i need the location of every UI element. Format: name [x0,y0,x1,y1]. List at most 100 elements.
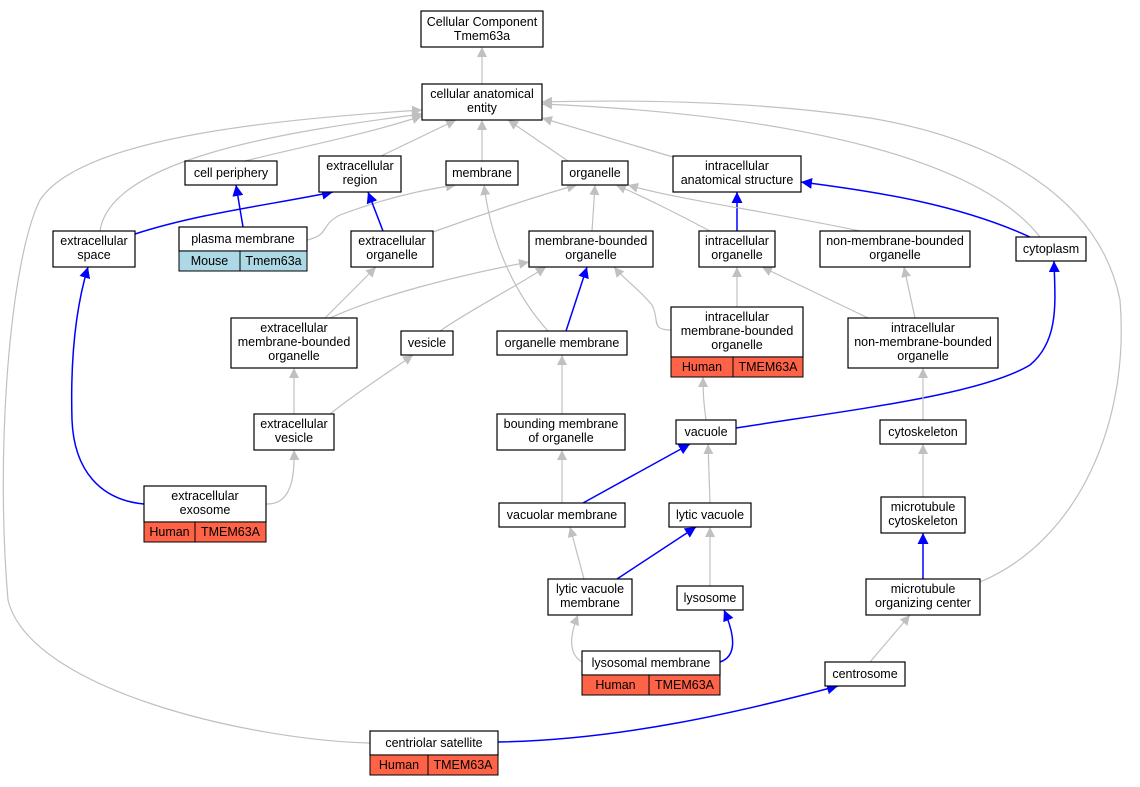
edge-cytoplasm-to-ias [800,177,1031,238]
node-intracellular-anatomical-structure[interactable]: intracellular anatomical structure [672,155,802,193]
node-label: organelle [869,248,920,262]
node-label: centrosome [832,667,897,681]
node-label: exosome [180,503,231,517]
species-label: Mouse [191,254,229,268]
node-label: plasma membrane [191,232,295,246]
node-label: organelle [569,166,620,180]
node-label: vacuolar membrane [507,508,618,522]
node-centriolar-satellite[interactable]: centriolar satellite Human TMEM63A [369,730,499,776]
node-cell-periphery[interactable]: cell periphery [184,160,278,186]
node-label: extracellular [326,159,393,173]
edge-inmbo-to-intorg [761,266,869,319]
node-label: anatomical structure [681,173,794,187]
node-organelle[interactable]: organelle [561,160,629,186]
node-label: membrane [560,596,620,610]
node-vesicle[interactable]: vesicle [400,330,454,356]
node-label: extracellular [171,489,238,503]
node-extracellular-region[interactable]: extracellular region [318,155,402,193]
node-label: bounding membrane [504,417,619,431]
edge-cytoplasm-to-cae [541,99,1041,238]
node-label: non-membrane-bounded [826,234,964,248]
node-lysosomal-membrane[interactable]: lysosomal membrane Human TMEM63A [581,650,721,696]
node-label: membrane-bounded [535,234,648,248]
edge-censat-to-cae [2,105,423,744]
edge-embo-to-extorg [324,266,377,319]
node-bounding-membrane-of-organelle[interactable]: bounding membrane of organelle [496,413,626,451]
node-label: extracellular [358,234,425,248]
node-label: extracellular [260,321,327,335]
edge-centrosome-to-mtoc [869,614,911,663]
node-label: cellular anatomical [430,87,534,101]
edge-mtoc-to-cae [541,96,1122,583]
node-intracellular-non-membrane-bounded-organelle[interactable]: intracellular non-membrane-bounded organ… [847,317,999,369]
node-label: cytoskeleton [888,425,958,439]
node-cellular-component-root[interactable]: Cellular Component Tmem63a [420,10,544,48]
node-extracellular-vesicle[interactable]: extracellular vesicle [253,413,335,451]
species-label: Human [682,360,722,374]
node-cytoplasm[interactable]: cytoplasm [1015,236,1087,262]
edge-ias-to-cae [541,116,674,158]
edge-vacuole-to-imbo [698,376,709,421]
node-membrane-bounded-organelle[interactable]: membrane-bounded organelle [528,230,654,268]
node-label: organelle [897,349,948,363]
edge-lvm-to-vacmem [567,526,585,580]
edge-nmbo-to-organelle [627,182,861,232]
node-label: Cellular Component [427,15,538,29]
node-label: extracellular [260,417,327,431]
node-label: lysosome [684,591,737,605]
node-label: microtubule [891,500,956,514]
node-plasma-membrane[interactable]: plasma membrane Mouse Tmem63a [178,226,308,272]
node-label: entity [467,101,498,115]
node-intracellular-organelle[interactable]: intracellular organelle [698,230,776,268]
node-label: lytic vacuole [556,582,624,596]
edge-lysmem-to-lvm [569,614,583,663]
edge-extorg-to-extreg [366,191,384,232]
node-extracellular-membrane-bounded-organelle[interactable]: extracellular membrane-bounded organelle [230,317,358,369]
node-cellular-anatomical-entity[interactable]: cellular anatomical entity [421,83,543,121]
node-intracellular-membrane-bounded-organelle[interactable]: intracellular membrane-bounded organelle… [670,306,804,378]
node-microtubule-cytoskeleton[interactable]: microtubule cytoskeleton [880,496,966,534]
node-label: Tmem63a [454,29,510,43]
node-extracellular-organelle[interactable]: extracellular organelle [350,230,434,268]
edge-plasma-to-membrane [306,181,457,241]
node-label: intracellular [705,234,769,248]
edges [2,47,1122,744]
gene-label: TMEM63A [655,678,715,692]
node-lytic-vacuole-membrane[interactable]: lytic vacuole membrane [547,578,633,616]
node-label: extracellular [60,234,127,248]
node-label: non-membrane-bounded [854,335,992,349]
node-label: membrane-bounded [681,324,794,338]
node-membrane[interactable]: membrane [445,160,519,186]
node-lysosome[interactable]: lysosome [676,585,744,611]
node-label: of organelle [528,431,593,445]
edge-vacmem-to-vacuole [582,443,691,504]
node-lytic-vacuole[interactable]: lytic vacuole [668,502,752,528]
node-centrosome[interactable]: centrosome [824,661,906,687]
edge-orgmem-to-mbo [565,266,589,332]
node-extracellular-space[interactable]: extracellular space [52,230,136,268]
gene-label: Tmem63a [245,254,301,268]
edge-exosome-to-extspace [70,266,145,505]
edge-vesicle-to-mbo [439,266,547,332]
node-cytoskeleton[interactable]: cytoskeleton [879,419,967,445]
node-non-membrane-bounded-organelle[interactable]: non-membrane-bounded organelle [819,230,971,268]
gene-label: TMEM63A [433,758,493,772]
node-microtubule-organizing-center[interactable]: microtubule organizing center [865,578,981,616]
node-label: organelle [565,248,616,262]
edge-extves-to-vesicle [329,354,414,415]
node-vacuolar-membrane[interactable]: vacuolar membrane [498,502,626,528]
species-label: Human [149,525,189,539]
node-label: organelle membrane [505,336,620,350]
edge-extreg-to-cae [380,119,457,157]
edge-lytvac-to-vacuole [703,443,714,504]
node-label: organelle [711,338,762,352]
node-label: vesicle [275,431,313,445]
node-organelle-membrane[interactable]: organelle membrane [496,330,628,356]
gene-label: TMEM63A [201,525,261,539]
gene-label: TMEM63A [738,360,798,374]
node-label: membrane [452,166,512,180]
edge-censat-to-centrosome [497,683,839,743]
node-label: organelle [268,349,319,363]
node-extracellular-exosome[interactable]: extracellular exosome Human TMEM63A [143,485,267,543]
node-vacuole[interactable]: vacuole [675,419,737,445]
